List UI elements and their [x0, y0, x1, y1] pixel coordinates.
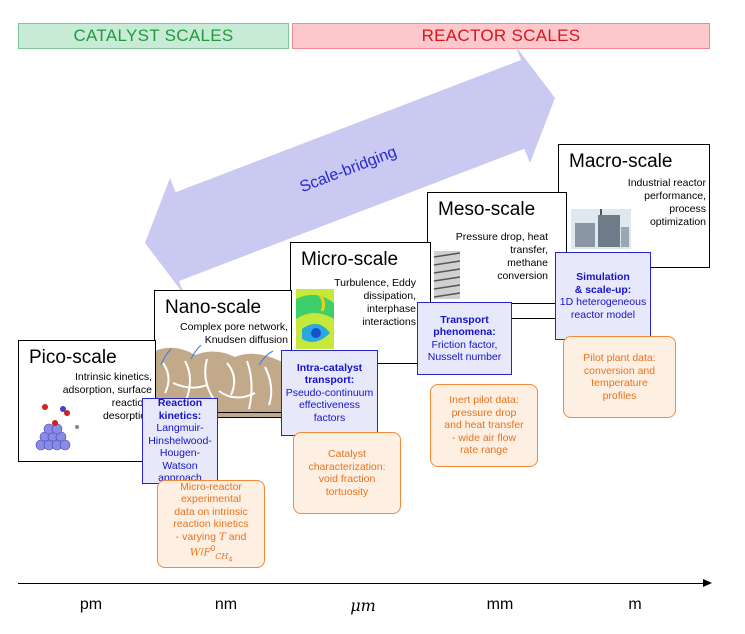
reaction-kinetics-model-box: Reaction kinetics: Langmuir-Hinshelwood-… — [142, 397, 218, 484]
connector-micro-meso — [378, 363, 418, 364]
nano-scale-description: Complex pore network,Knudsen diffusion — [180, 321, 288, 346]
macro-scale-title: Macro-scale — [569, 151, 673, 172]
axis-arrowhead — [703, 579, 712, 587]
molecular-model-image — [35, 404, 79, 451]
tick-label-nm: nm — [214, 596, 238, 613]
nano-scale-title: Nano-scale — [165, 297, 262, 318]
pico-scale-title: Pico-scale — [29, 347, 117, 368]
pico-scale-box: Pico-scale Intrinsic kinetics,adsorption… — [18, 340, 156, 462]
packed-bed-image — [434, 251, 460, 299]
tick-label-m: m — [628, 596, 642, 613]
catalyst-scales-banner: CATALYST SCALES — [18, 23, 289, 49]
turbulence-contour-image — [296, 289, 334, 349]
connector-pico-micro — [218, 412, 282, 413]
industrial-reactor-image — [571, 209, 631, 249]
connector-meso-macro — [512, 318, 556, 319]
tick-label-mm: mm — [486, 596, 514, 613]
scale-bridging-arrow-shape — [145, 45, 555, 296]
tick-label-um: μm — [350, 596, 376, 615]
length-scale-axis — [18, 583, 704, 584]
weight-flow-ratio: W/F0CH4 — [189, 544, 233, 564]
reactor-scales-banner: REACTOR SCALES — [292, 23, 710, 49]
tick-label-pm: pm — [79, 596, 103, 613]
micro-scale-title: Micro-scale — [301, 249, 399, 270]
varying-line: - varying T and — [175, 530, 247, 543]
meso-scale-title: Meso-scale — [438, 199, 536, 220]
